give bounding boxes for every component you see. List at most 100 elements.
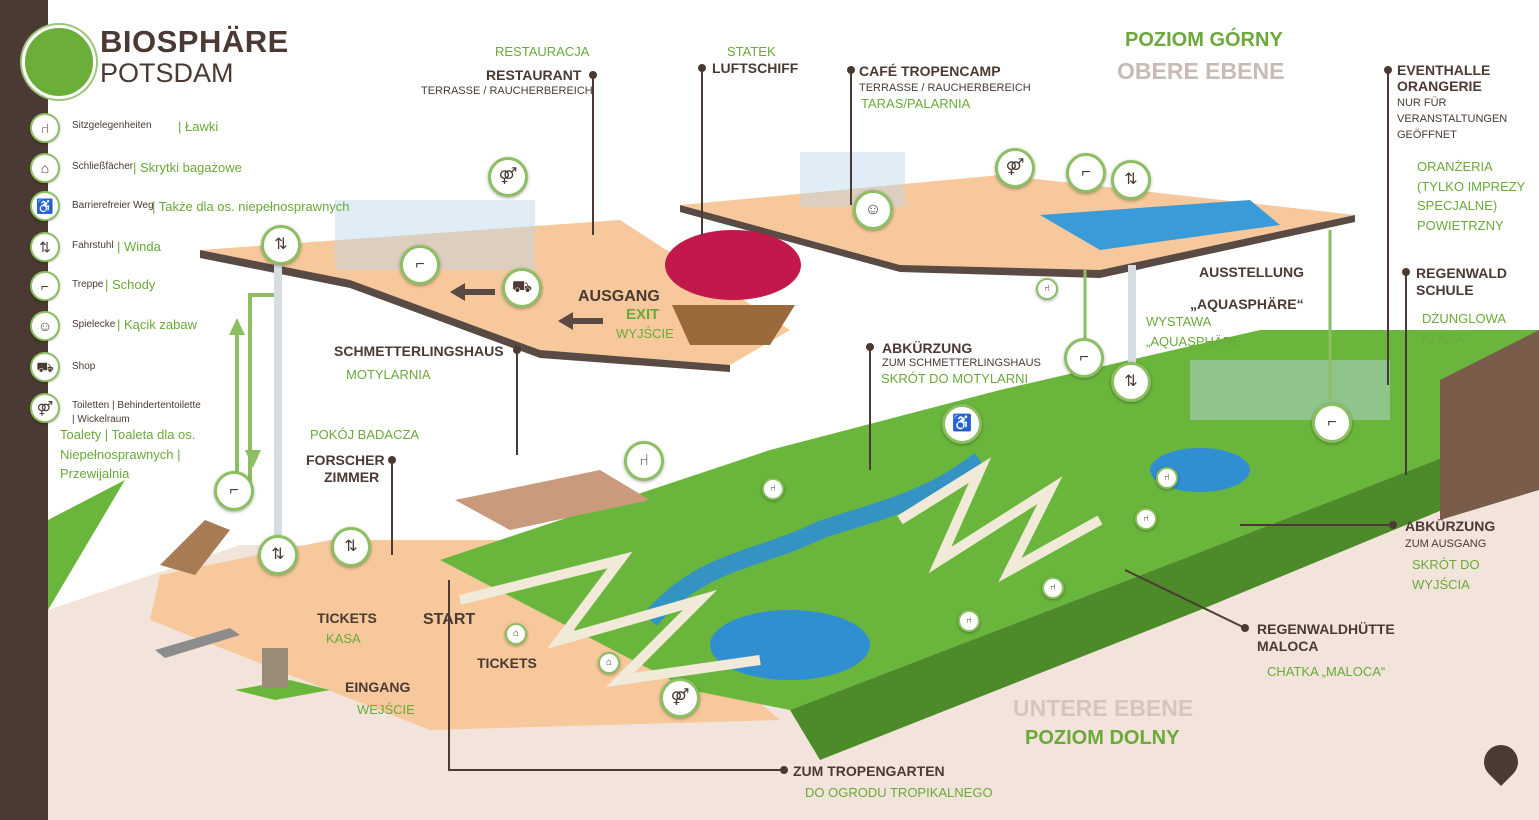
elevator-icon[interactable]: ⇅ [258, 535, 298, 575]
eventhalle-pl-3: SPECJALNE) [1417, 198, 1498, 213]
restaurant-sub: TERRASSE / RAUCHERBEREICH [421, 85, 593, 97]
eingang-pl: WEJŚCIE [357, 702, 415, 717]
gecko-icon [22, 25, 96, 99]
legend-label-de: Spielecke [72, 319, 116, 330]
restaurant-pl: RESTAURACJA [495, 44, 590, 59]
stairs-icon: ⌐ [30, 271, 60, 301]
level-lower-de: UNTERE EBENE [1013, 695, 1194, 721]
cafe-pl: TARAS/PALARNIA [861, 96, 971, 111]
elevator-icon: ⇅ [30, 232, 60, 262]
chair-icon[interactable]: ⑁ [624, 441, 664, 481]
cafe-label[interactable]: CAFÉ TROPENCAMP [859, 63, 1001, 79]
legend-label-pl: | Ławki [178, 119, 219, 134]
brand-line2: POTSDAM [100, 58, 234, 88]
eventhalle-label-2[interactable]: ORANGERIE [1397, 78, 1482, 94]
schmetterlingshaus-label[interactable]: SCHMETTERLINGSHAUS [334, 343, 504, 359]
cafe-sub: TERRASSE / RAUCHERBEREICH [859, 82, 1031, 94]
legend-label-pl: | Także dla os. niepełnosprawnych [152, 199, 350, 214]
ausgang-label[interactable]: AUSGANG [578, 288, 660, 305]
luftschiff-label[interactable]: LUFTSCHIFF [712, 60, 799, 76]
abkuerzung-exit-pl-2: WYJŚCIA [1412, 577, 1470, 592]
eventhalle-label-1[interactable]: EVENTHALLE [1397, 62, 1491, 78]
elevator-icon[interactable]: ⇅ [1111, 160, 1151, 200]
stairs-icon[interactable]: ⌐ [400, 245, 440, 285]
legend-label-de: Barrierefreier Weg [72, 200, 154, 211]
chair-icon[interactable]: ⑁ [762, 478, 784, 500]
legend-toilet-pl-line3: Przewijalnia [60, 466, 130, 481]
legend-toilet-pl-line1: Toalety | Toaleta dla os. [60, 427, 196, 442]
eventhalle-pl-2: (TYLKO IMPREZY [1417, 179, 1526, 194]
legend-label-pl: | Schody [105, 277, 156, 292]
elevator-icon[interactable]: ⇅ [261, 225, 301, 265]
tickets-label-2[interactable]: TICKETS [477, 655, 537, 671]
luftschiff-pl: STATEK [727, 44, 776, 59]
stairs-icon[interactable]: ⌐ [1312, 403, 1352, 443]
tropengarten-pl: DO OGRODU TROPIKALNEGO [805, 785, 993, 800]
legend-label-pl: | Winda [117, 239, 161, 254]
chair-icon[interactable]: ⑁ [1135, 508, 1157, 530]
ausstellung-pl-1: WYSTAWA [1146, 314, 1212, 329]
maloca-label-1[interactable]: REGENWALDHÜTTE [1257, 621, 1395, 637]
eventhalle-pl-4: POWIETRZNY [1417, 218, 1504, 233]
tropengarten-label[interactable]: ZUM TROPENGARTEN [793, 763, 945, 779]
eventhalle-sub-3: GEÖFFNET [1397, 129, 1457, 141]
exit-label[interactable]: EXIT [626, 306, 660, 323]
level-upper-pl: POZIOM GÓRNY [1125, 29, 1283, 51]
abkuerzung-exit-sub: ZUM AUSGANG [1405, 538, 1487, 550]
smiley-icon: ☺ [30, 311, 60, 341]
level-lower-pl: POZIOM DOLNY [1025, 727, 1180, 749]
chair-icon[interactable]: ⑁ [958, 610, 980, 632]
abkuerzung-exit-label[interactable]: ABKÜRZUNG [1405, 518, 1496, 534]
maloca-pl: CHATKA „MALOCA“ [1267, 664, 1386, 679]
hanger-icon[interactable]: ⌂ [598, 652, 620, 674]
legend-label-de: Sitzgelegenheiten [72, 120, 152, 131]
legend-label-de: Shop [72, 361, 96, 372]
brand-line1: BIOSPHÄRE [100, 24, 289, 59]
eingang-label[interactable]: EINGANG [345, 679, 411, 695]
toilet-icon[interactable]: ⚤ [660, 678, 700, 718]
regenwaldschule-label-2[interactable]: SCHULE [1416, 282, 1474, 298]
eventhalle-pl-1: ORANŻERIA [1417, 159, 1493, 174]
chair-icon[interactable]: ⑁ [1036, 278, 1058, 300]
abkuerzung-butterfly-sub: ZUM SCHMETTERLINGSHAUS [882, 357, 1041, 369]
hanger-icon[interactable]: ⌂ [505, 623, 527, 645]
regenwaldschule-pl-2: KLASA” [1422, 331, 1469, 346]
schmetterlingshaus-pl: MOTYLARNIA [346, 367, 431, 382]
chair-icon[interactable]: ⑁ [1042, 577, 1064, 599]
ausstellung-label[interactable]: AUSSTELLUNG [1199, 264, 1304, 280]
forscher-label-1[interactable]: FORSCHER [306, 452, 385, 468]
maloca-label-2[interactable]: MALOCA [1257, 638, 1319, 654]
stairs-icon[interactable]: ⌐ [214, 471, 254, 511]
hanger-icon: ⌂ [30, 153, 60, 183]
wheelchair-icon[interactable]: ♿ [942, 404, 982, 444]
forscher-label-2[interactable]: ZIMMER [324, 469, 380, 485]
eventhalle-sub-1: NUR FÜR [1397, 97, 1447, 109]
stairs-icon[interactable]: ⌐ [1066, 153, 1106, 193]
elevator-icon[interactable]: ⇅ [331, 527, 371, 567]
stairs-icon[interactable]: ⌐ [1064, 338, 1104, 378]
legend-toilet-pl-line2: Niepełnosprawnych | [60, 447, 181, 462]
legend-label-de: Schließfächer [72, 161, 134, 172]
legend-label-de: Treppe [72, 279, 104, 290]
legend-label-de: Toiletten | Behindertentoilette | Wickel… [72, 400, 201, 425]
aquasphaere-label[interactable]: „AQUASPHÄRE“ [1190, 296, 1304, 312]
chair-icon[interactable]: ⑁ [1156, 467, 1178, 489]
elevator-icon[interactable]: ⇅ [1111, 362, 1151, 402]
cart-icon[interactable]: ⛟ [502, 268, 542, 308]
legend-label-de: Fahrstuhl [72, 240, 114, 251]
regenwaldschule-pl-1: DŻUNGLOWA [1422, 311, 1507, 326]
eventhalle-sub-2: VERANSTALTUNGEN [1397, 113, 1508, 125]
tickets-label-1[interactable]: TICKETS [317, 610, 377, 626]
abkuerzung-butterfly-label[interactable]: ABKÜRZUNG [882, 340, 973, 356]
toilet-icon[interactable]: ⚤ [488, 157, 528, 197]
smiley-icon[interactable]: ☺ [853, 190, 893, 230]
chair-icon: ⑁ [30, 113, 60, 143]
restaurant-label[interactable]: RESTAURANT [486, 67, 582, 83]
regenwaldschule-label-1[interactable]: REGENWALD [1416, 265, 1507, 281]
abkuerzung-exit-pl-1: SKRÓT DO [1412, 557, 1480, 572]
toilet-icon[interactable]: ⚤ [995, 148, 1035, 188]
ausstellung-pl-2: „AQUASPHÄRE [1146, 334, 1241, 349]
cart-icon: ⛟ [30, 352, 60, 382]
start-label[interactable]: START [423, 611, 476, 628]
